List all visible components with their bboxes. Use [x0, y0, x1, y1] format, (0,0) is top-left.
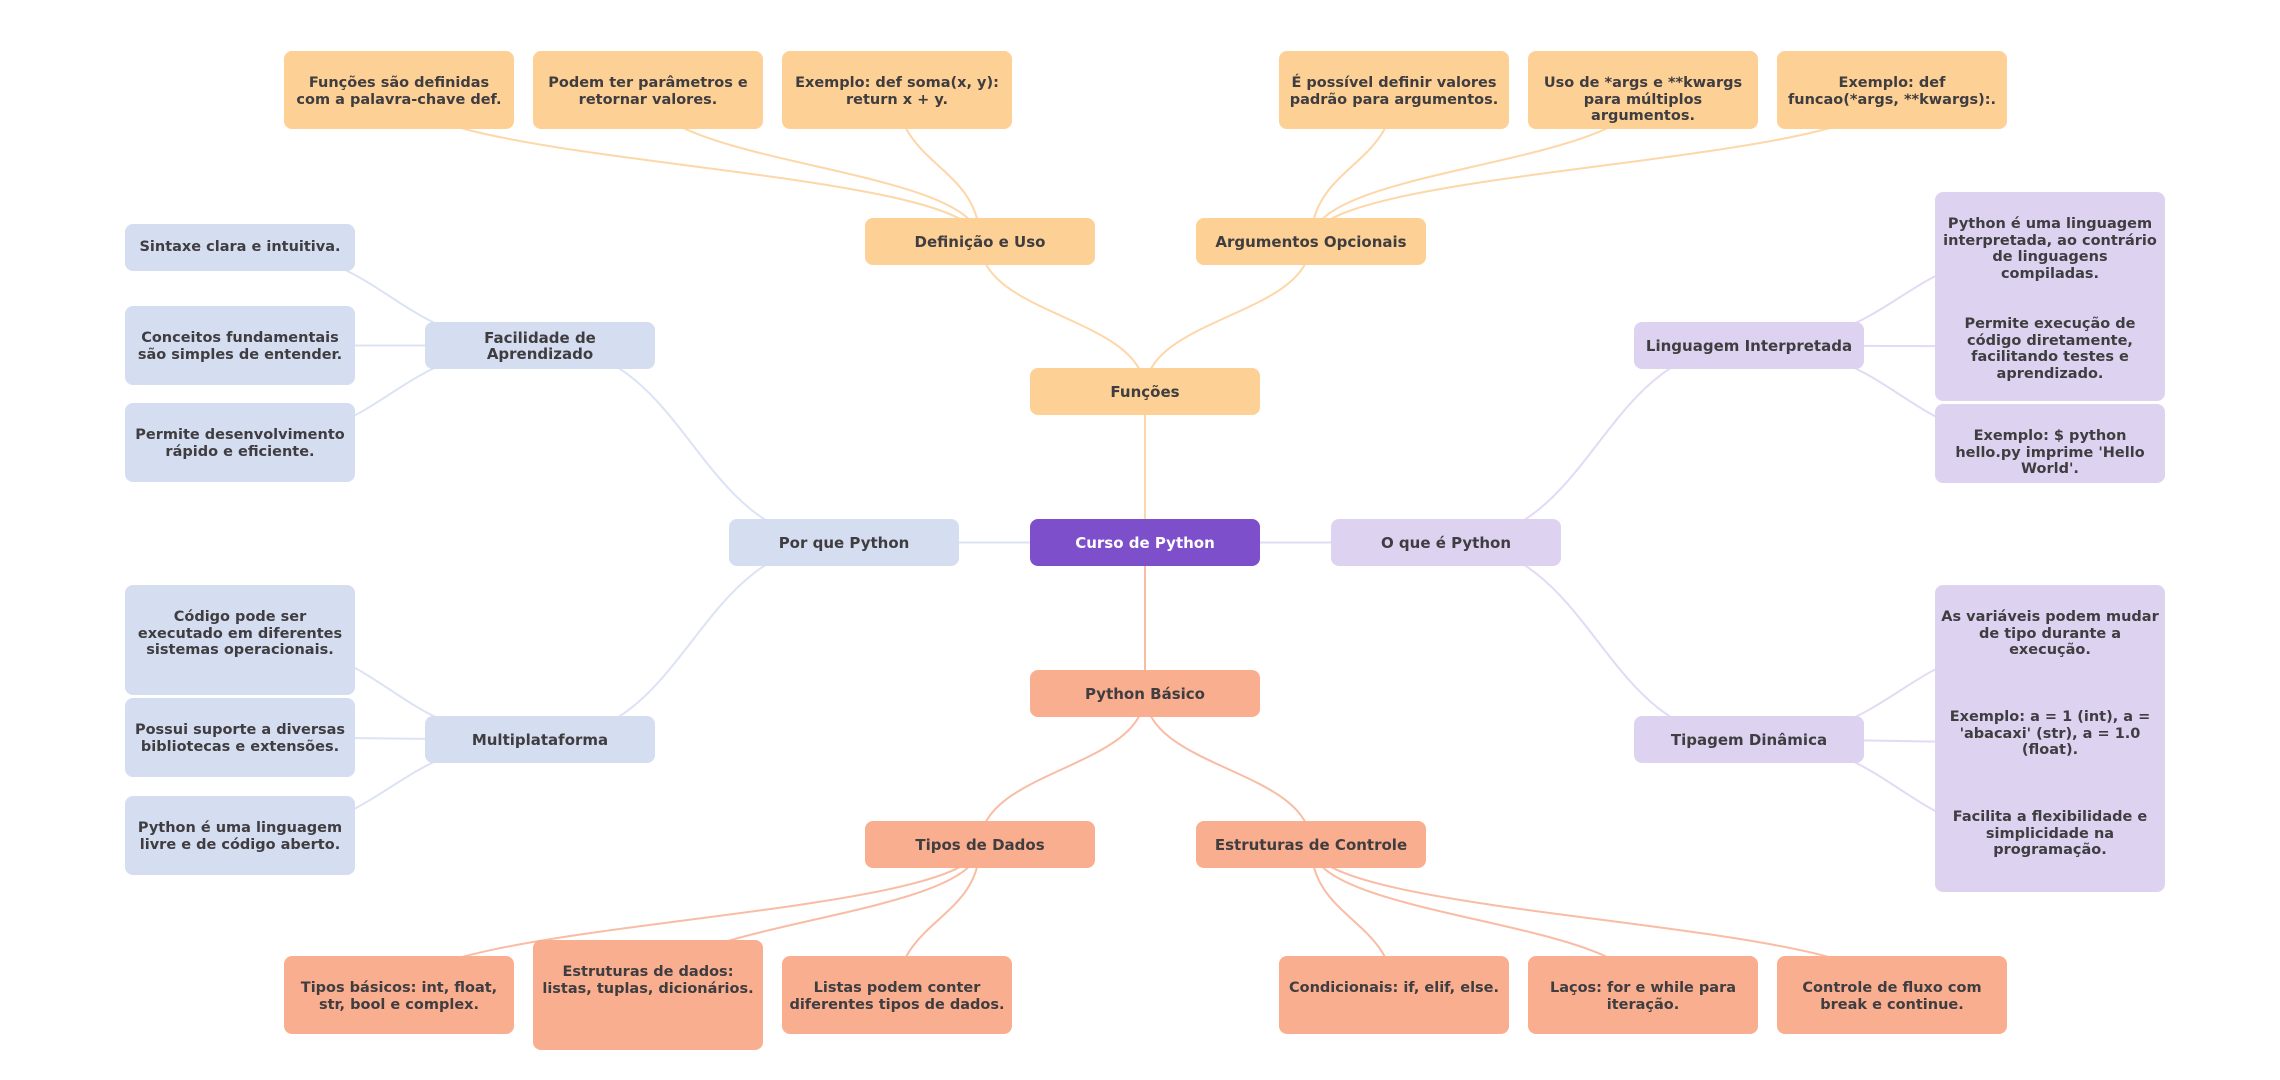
- node-label: Por que Python: [778, 533, 910, 552]
- leaf-node[interactable]: Permite desenvolvimento rápido e eficien…: [125, 403, 355, 482]
- leaf-label: Python é uma linguagem livre e de código…: [137, 820, 343, 853]
- node-funcoes[interactable]: Funções: [1030, 368, 1260, 415]
- leaf-node[interactable]: Tipos básicos: int, float, str, bool e c…: [284, 956, 514, 1034]
- leaf-node[interactable]: Exemplo: def funcao(*args, **kwargs):.: [1777, 51, 2007, 129]
- node-o-que-e-python[interactable]: O que é Python: [1331, 519, 1561, 566]
- leaf-node[interactable]: Python é uma linguagem interpretada, ao …: [1935, 192, 2165, 307]
- leaf-label: Condicionais: if, elif, else.: [1288, 980, 1500, 996]
- edge-connector: [539, 344, 845, 544]
- leaf-label: Laços: for e while para iteração.: [1549, 980, 1737, 1013]
- edge-connector: [979, 241, 1146, 392]
- leaf-label: Sintaxe clara e intuitiva.: [139, 239, 341, 256]
- leaf-node[interactable]: Código pode ser executado em diferentes …: [125, 585, 355, 695]
- leaf-node[interactable]: Exemplo: def soma(x, y): return x + y.: [782, 51, 1012, 129]
- node-label: Argumentos Opcionais: [1215, 232, 1407, 251]
- edge-connector: [1445, 541, 1750, 741]
- node-label: Funções: [1110, 382, 1180, 401]
- leaf-node[interactable]: Exemplo: a = 1 (int), a = 'abacaxi' (str…: [1935, 685, 2165, 800]
- leaf-label: Exemplo: def soma(x, y): return x + y.: [795, 75, 999, 108]
- leaf-node[interactable]: Controle de fluxo com break e continue.: [1777, 956, 2007, 1034]
- node-label: Multiplataforma: [471, 730, 609, 749]
- node-label: Linguagem Interpretada: [1645, 336, 1853, 355]
- node-label: Python Básico: [1085, 684, 1205, 703]
- leaf-label: Python é uma linguagem interpretada, ao …: [1943, 216, 2157, 282]
- leaf-node[interactable]: Podem ter parâmetros e retornar valores.: [533, 51, 763, 129]
- leaf-node[interactable]: É possível definir valores padrão para a…: [1279, 51, 1509, 129]
- leaf-label: Uso de *args e **kwargs para múltiplos a…: [1543, 75, 1743, 124]
- edge-connector: [539, 541, 845, 741]
- edge-connector: [1445, 344, 1750, 544]
- leaf-node[interactable]: Uso de *args e **kwargs para múltiplos a…: [1528, 51, 1758, 129]
- leaf-node[interactable]: Python é uma linguagem livre e de código…: [125, 796, 355, 875]
- node-tipos-de-dados[interactable]: Tipos de Dados: [865, 821, 1095, 868]
- leaf-node[interactable]: Funções são definidas com a palavra-chav…: [284, 51, 514, 129]
- leaf-label: Estruturas de dados: listas, tuplas, dic…: [542, 964, 754, 997]
- leaf-node[interactable]: Condicionais: if, elif, else.: [1279, 956, 1509, 1034]
- node-facilidade-de-aprendizado[interactable]: Facilidade de Aprendizado: [425, 322, 655, 369]
- edge-connector: [1144, 241, 1312, 392]
- leaf-label: Exemplo: a = 1 (int), a = 'abacaxi' (str…: [1949, 709, 2151, 758]
- leaf-node[interactable]: Estruturas de dados: listas, tuplas, dic…: [533, 940, 763, 1050]
- leaf-label: Possui suporte a diversas bibliotecas e …: [134, 722, 346, 755]
- root-node-curso-de-python[interactable]: Curso de Python: [1030, 519, 1260, 566]
- node-label: O que é Python: [1380, 533, 1512, 552]
- leaf-label: Código pode ser executado em diferentes …: [137, 609, 343, 658]
- node-label: Definição e Uso: [914, 232, 1046, 251]
- leaf-label: É possível definir valores padrão para a…: [1289, 75, 1499, 108]
- node-linguagem-interpretada[interactable]: Linguagem Interpretada: [1634, 322, 1864, 369]
- node-multiplataforma[interactable]: Multiplataforma: [425, 716, 655, 763]
- leaf-label: Permite execução de código diretamente, …: [1964, 316, 2136, 382]
- leaf-node[interactable]: Sintaxe clara e intuitiva.: [125, 224, 355, 271]
- node-argumentos-opcionais[interactable]: Argumentos Opcionais: [1196, 218, 1426, 265]
- root-node-label: Curso de Python: [1075, 533, 1215, 552]
- node-label: Tipos de Dados: [915, 835, 1045, 854]
- leaf-node[interactable]: Conceitos fundamentais são simples de en…: [125, 306, 355, 385]
- leaf-node[interactable]: Laços: for e while para iteração.: [1528, 956, 1758, 1034]
- edge-connector: [1144, 693, 1312, 845]
- leaf-label: As variáveis podem mudar de tipo durante…: [1941, 609, 2159, 658]
- leaf-label: Controle de fluxo com break e continue.: [1802, 980, 1982, 1013]
- leaf-label: Permite desenvolvimento rápido e eficien…: [135, 427, 345, 460]
- leaf-node[interactable]: Facilita a flexibilidade e simplicidade …: [1935, 785, 2165, 892]
- node-tipagem-dinamica[interactable]: Tipagem Dinâmica: [1634, 716, 1864, 763]
- node-python-basico[interactable]: Python Básico: [1030, 670, 1260, 717]
- leaf-label: Conceitos fundamentais são simples de en…: [137, 330, 343, 363]
- edge-connector: [979, 693, 1146, 845]
- node-label: Facilidade de Aprendizado: [484, 328, 596, 363]
- leaf-label: Listas podem conter diferentes tipos de …: [789, 980, 1005, 1013]
- leaf-label: Funções são definidas com a palavra-chav…: [296, 75, 502, 108]
- leaf-label: Exemplo: $ python hello.py imprime 'Hell…: [1955, 428, 2145, 477]
- node-definicao-e-uso[interactable]: Definição e Uso: [865, 218, 1095, 265]
- leaf-node[interactable]: Permite execução de código diretamente, …: [1935, 292, 2165, 401]
- leaf-label: Exemplo: def funcao(*args, **kwargs):.: [1787, 75, 1997, 108]
- leaf-label: Tipos básicos: int, float, str, bool e c…: [300, 980, 498, 1013]
- leaf-node[interactable]: Exemplo: $ python hello.py imprime 'Hell…: [1935, 404, 2165, 483]
- node-label: Tipagem Dinâmica: [1670, 730, 1828, 749]
- leaf-label: Facilita a flexibilidade e simplicidade …: [1952, 809, 2148, 858]
- node-estruturas-de-controle[interactable]: Estruturas de Controle: [1196, 821, 1426, 868]
- node-por-que-python[interactable]: Por que Python: [729, 519, 959, 566]
- leaf-node[interactable]: As variáveis podem mudar de tipo durante…: [1935, 585, 2165, 700]
- node-label: Estruturas de Controle: [1214, 835, 1408, 854]
- leaf-node[interactable]: Possui suporte a diversas bibliotecas e …: [125, 698, 355, 777]
- leaf-label: Podem ter parâmetros e retornar valores.: [548, 75, 748, 108]
- leaf-node[interactable]: Listas podem conter diferentes tipos de …: [782, 956, 1012, 1034]
